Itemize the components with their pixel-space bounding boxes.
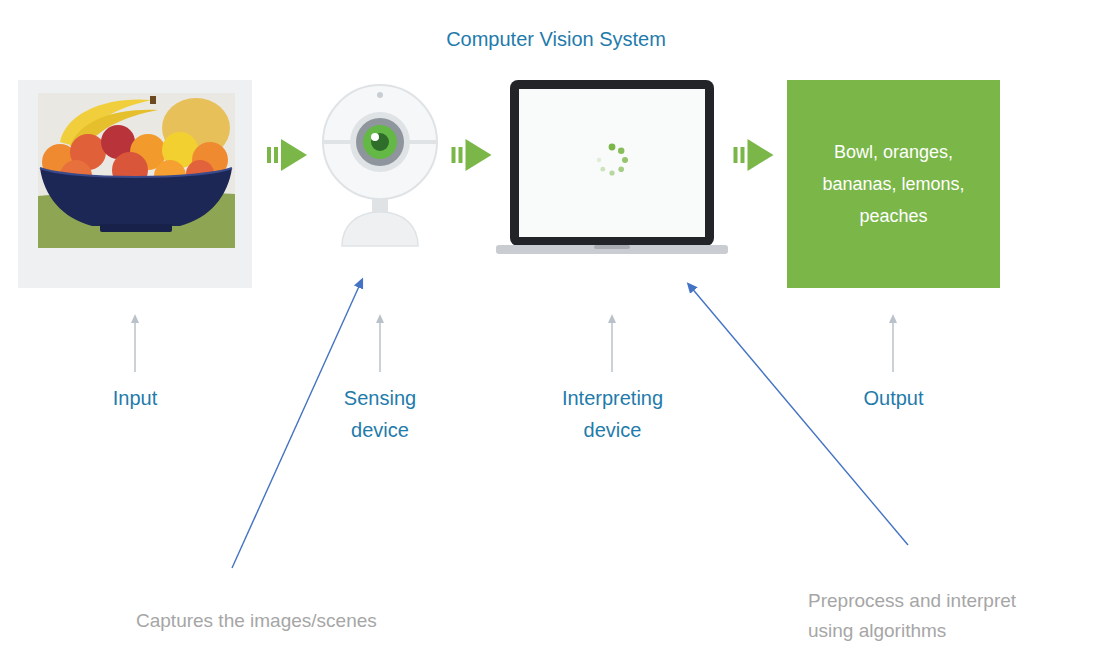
sensing-stage: Sensing device xyxy=(322,80,438,256)
arrow-bar xyxy=(741,147,745,163)
stage-label: Interpreting device xyxy=(545,382,680,446)
flow-arrow xyxy=(281,139,307,171)
flow-arrow-group xyxy=(452,139,492,171)
photo-frame xyxy=(18,80,252,288)
callout-note: Preprocess and interpret using algorithm… xyxy=(808,586,1048,646)
arrow-bar xyxy=(267,147,271,163)
arrow-bar xyxy=(274,147,278,163)
flow-arrow xyxy=(748,139,774,171)
stage-label: Sensing device xyxy=(325,382,435,446)
stage-label: Input xyxy=(35,382,235,414)
input-stage: Input xyxy=(18,80,252,288)
fruit-bowl-photo xyxy=(38,93,235,248)
arrow-bar xyxy=(734,147,738,163)
diagram-title: Computer Vision System xyxy=(0,26,1112,52)
output-box: Bowl, oranges, bananas, lemons, peachesO… xyxy=(787,80,1000,288)
pointer-arrows xyxy=(135,318,893,372)
arrow-bar xyxy=(459,147,463,163)
interpreting-stage: Interpreting device xyxy=(505,80,720,258)
stage-label: Output xyxy=(834,382,954,414)
leader-lines xyxy=(232,282,908,568)
output-text: Bowl, oranges, bananas, lemons, peaches xyxy=(809,136,979,232)
flow-arrow-group xyxy=(267,139,307,171)
flow-arrow xyxy=(466,139,492,171)
arrow-bar xyxy=(452,147,456,163)
laptop-icon xyxy=(496,80,728,254)
callout-note: Captures the images/scenes xyxy=(136,606,436,636)
flow-arrow-group xyxy=(734,139,774,171)
webcam-icon xyxy=(323,85,437,246)
